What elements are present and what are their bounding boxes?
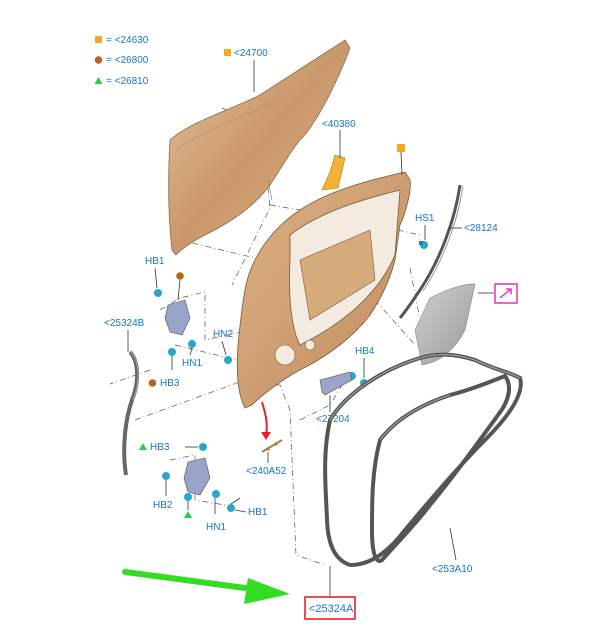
- label-hb2: HB2: [153, 500, 173, 511]
- inner-door-frame: [236, 171, 411, 409]
- hb3-triangle-icon: [139, 443, 147, 450]
- legend-item-2: = <26800: [106, 55, 149, 66]
- label-square-icon: [224, 49, 231, 56]
- external-link-icon: [499, 288, 512, 299]
- legend: = <24630 = <26800 = <26810: [94, 35, 149, 87]
- window-glass: [414, 283, 476, 366]
- label-hb4: HB4: [355, 346, 375, 357]
- label-wire-clip: <240A52: [246, 466, 287, 477]
- label-outer-seal: <253A10: [432, 564, 473, 575]
- legend-triangle-icon: [94, 77, 103, 84]
- label-outer-panel: <24700: [234, 48, 268, 59]
- hn1-triangle-icon: [184, 511, 192, 518]
- label-hn2: HN2: [213, 329, 233, 340]
- green-arrow-icon: [122, 569, 290, 604]
- label-inner-seal: <25324A: [309, 603, 354, 615]
- label-belt-strip: <25324B: [104, 318, 145, 329]
- highlighted-part[interactable]: <25324A: [304, 596, 356, 620]
- label-check-arm: <27204: [316, 414, 350, 425]
- label-reinforcement: <40380: [322, 119, 356, 130]
- hs1-fastener: HS1: [415, 213, 435, 249]
- label-hs1: HS1: [415, 213, 435, 224]
- label-hb3-top: HB3: [160, 378, 180, 389]
- label-hn1-top: HN1: [182, 358, 202, 369]
- link-box[interactable]: [478, 283, 518, 304]
- legend-item-1: = <24630: [106, 35, 149, 46]
- label-run-channel: <28124: [464, 223, 498, 234]
- label-hn1-low: HN1: [206, 522, 226, 533]
- lower-hinge: HB3 HB2 HN1 HB1: [139, 442, 268, 533]
- legend-item-3: = <26810: [106, 76, 149, 87]
- label-hb3-low: HB3: [150, 442, 170, 453]
- label-hb1-top: HB1: [145, 256, 165, 267]
- label-hb1-low: HB1: [248, 507, 268, 518]
- outer-door-panel: [168, 39, 351, 256]
- fastener-square-icon: [397, 144, 405, 152]
- legend-circle-icon: [94, 56, 103, 64]
- legend-square-icon: [95, 36, 102, 43]
- reinforcement-part: <40380: [321, 119, 356, 191]
- glass-run-channel: <28124: [398, 184, 498, 319]
- wire-clip: <240A52: [246, 401, 287, 477]
- belt-strip: <25324B: [104, 318, 145, 476]
- check-arm: HB4 <27204: [316, 346, 375, 425]
- door-seals: <253A10: [323, 352, 523, 598]
- upper-hinge: HB1 HB3 HN1 HN2: [145, 256, 233, 389]
